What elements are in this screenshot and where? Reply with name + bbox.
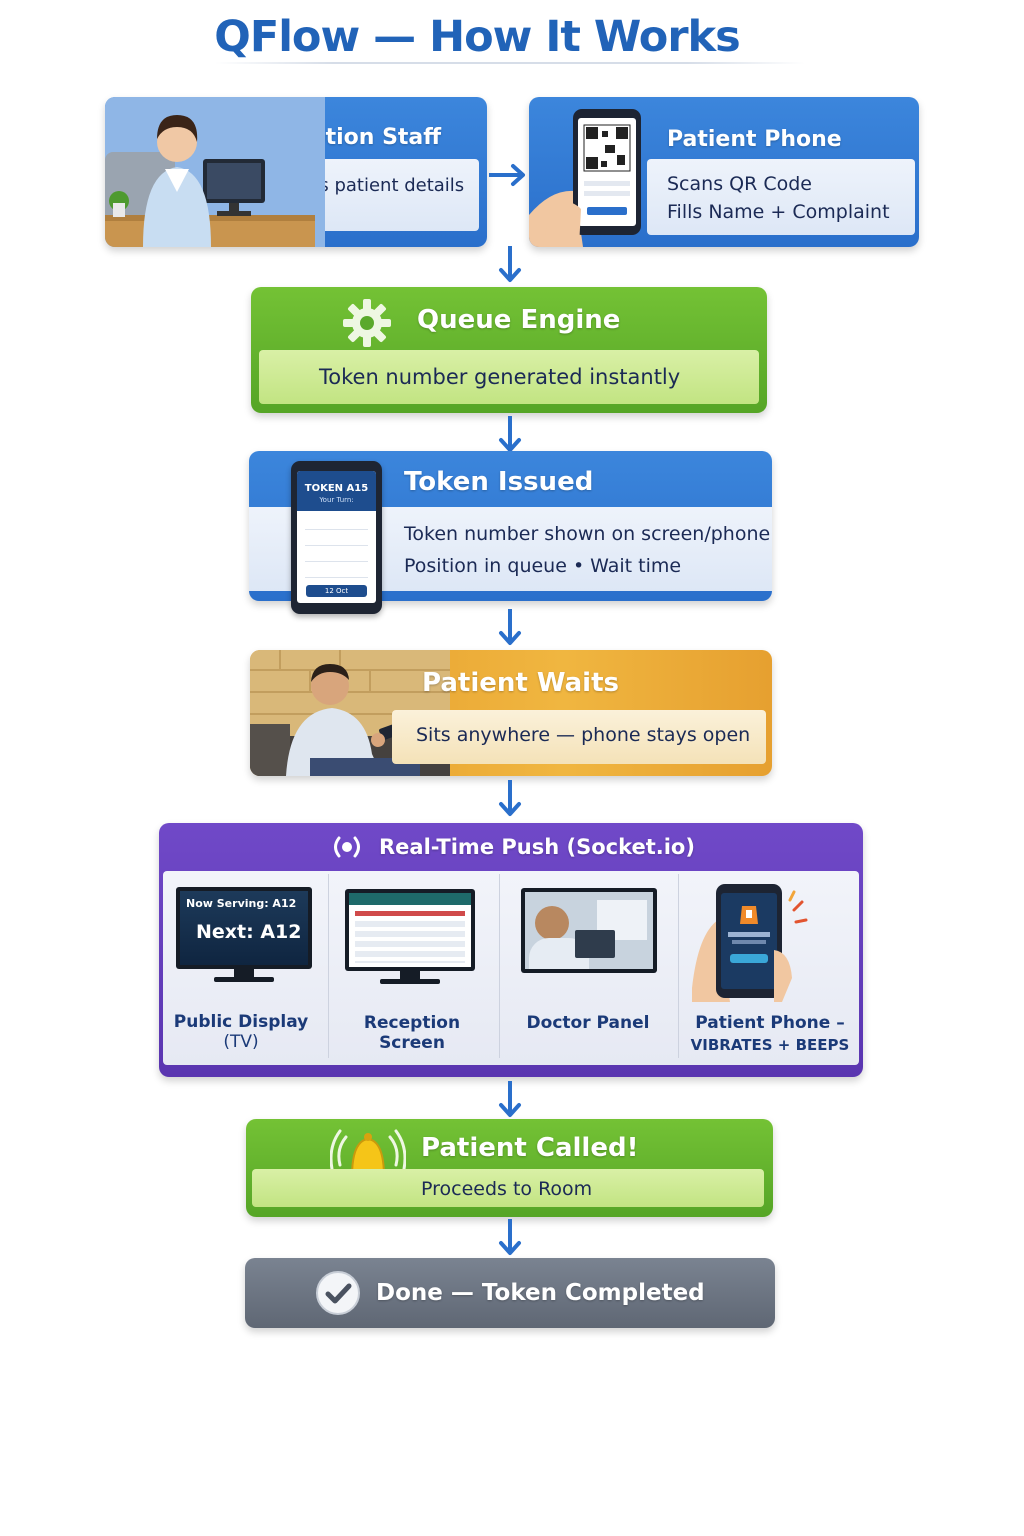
doctor-panel-monitor (521, 888, 657, 973)
queue-engine-card: Queue Engine Token number generated inst… (251, 287, 767, 413)
patient-waits-title: Patient Waits (422, 668, 619, 698)
token-phone-illustration: TOKEN A15 Your Turn: 12 Oct (291, 461, 382, 614)
patient-phone-alert-label: Patient Phone – VIBRATES + BEEPS (690, 1013, 850, 1054)
arrow-down-icon (499, 416, 521, 452)
patient-phone-line2: Fills Name + Complaint (667, 201, 890, 223)
tv-base (214, 977, 274, 982)
reception-screen-label: Reception Screen (363, 1013, 461, 1053)
monitor-base (380, 979, 440, 984)
arrow-down-icon (499, 1219, 521, 1255)
token-issued-line2: Position in queue • Wait time (404, 555, 682, 577)
page-title: QFlow — How It Works (214, 12, 740, 62)
queue-engine-body (259, 350, 759, 404)
arrow-right-icon (489, 164, 525, 186)
done-title: Done — Token Completed (376, 1280, 705, 1306)
reception-staff-card: Reception Staff Types patient details (105, 97, 487, 247)
arrow-down-icon (499, 609, 521, 645)
arrow-down-icon (499, 780, 521, 816)
public-display-tv: Now Serving: A12 Next: A12 (176, 887, 312, 969)
token-issued-title: Token Issued (404, 467, 594, 497)
broadcast-icon (334, 836, 360, 858)
vibrating-phone-illustration (692, 884, 808, 1002)
arrow-down-icon (499, 1081, 521, 1117)
divider (499, 874, 500, 1058)
patient-phone-body (647, 159, 915, 235)
queue-engine-text: Token number generated instantly (319, 365, 681, 389)
check-icon (316, 1271, 360, 1315)
tv-next: Next: A12 (196, 921, 302, 943)
patient-waits-body (392, 710, 766, 764)
patient-phone-title: Patient Phone (667, 127, 842, 152)
done-card: Done — Token Completed (245, 1258, 775, 1328)
token-issued-line1: Token number shown on screen/phone (404, 523, 771, 545)
monitor-stand (400, 971, 420, 979)
arrow-down-icon (499, 246, 521, 282)
tv-stand (234, 969, 254, 977)
public-display-label: Public Display (TV) (173, 1012, 309, 1052)
reception-screen-monitor (345, 889, 475, 971)
patient-phone-line1: Scans QR Code (667, 173, 812, 195)
qr-phone-illustration (529, 109, 641, 247)
patient-called-card: Patient Called! Proceeds to Room (246, 1119, 773, 1217)
divider (328, 874, 329, 1058)
phone-token-sub: Your Turn: (319, 496, 354, 504)
patient-called-title: Patient Called! (421, 1133, 639, 1163)
title-divider (215, 62, 805, 64)
patient-called-body (252, 1169, 764, 1207)
phone-token-number: TOKEN A15 (304, 483, 369, 494)
patient-waits-text: Sits anywhere — phone stays open (416, 724, 751, 746)
tv-now-serving: Now Serving: A12 (186, 897, 297, 910)
patient-called-text: Proceeds to Room (421, 1178, 593, 1200)
realtime-push-title: Real-Time Push (Socket.io) (379, 835, 695, 859)
patient-phone-card: Patient Phone Scans QR Code Fills Name +… (529, 97, 919, 247)
phone-token-button: 12 Oct (306, 585, 367, 597)
doctor-panel-label: Doctor Panel (526, 1013, 650, 1033)
reception-staff-illustration (105, 97, 325, 247)
gear-icon (343, 299, 391, 347)
queue-engine-title: Queue Engine (417, 305, 621, 335)
divider (678, 874, 679, 1058)
patient-waits-card: Patient Waits Sits anywhere — phone stay… (250, 650, 772, 776)
